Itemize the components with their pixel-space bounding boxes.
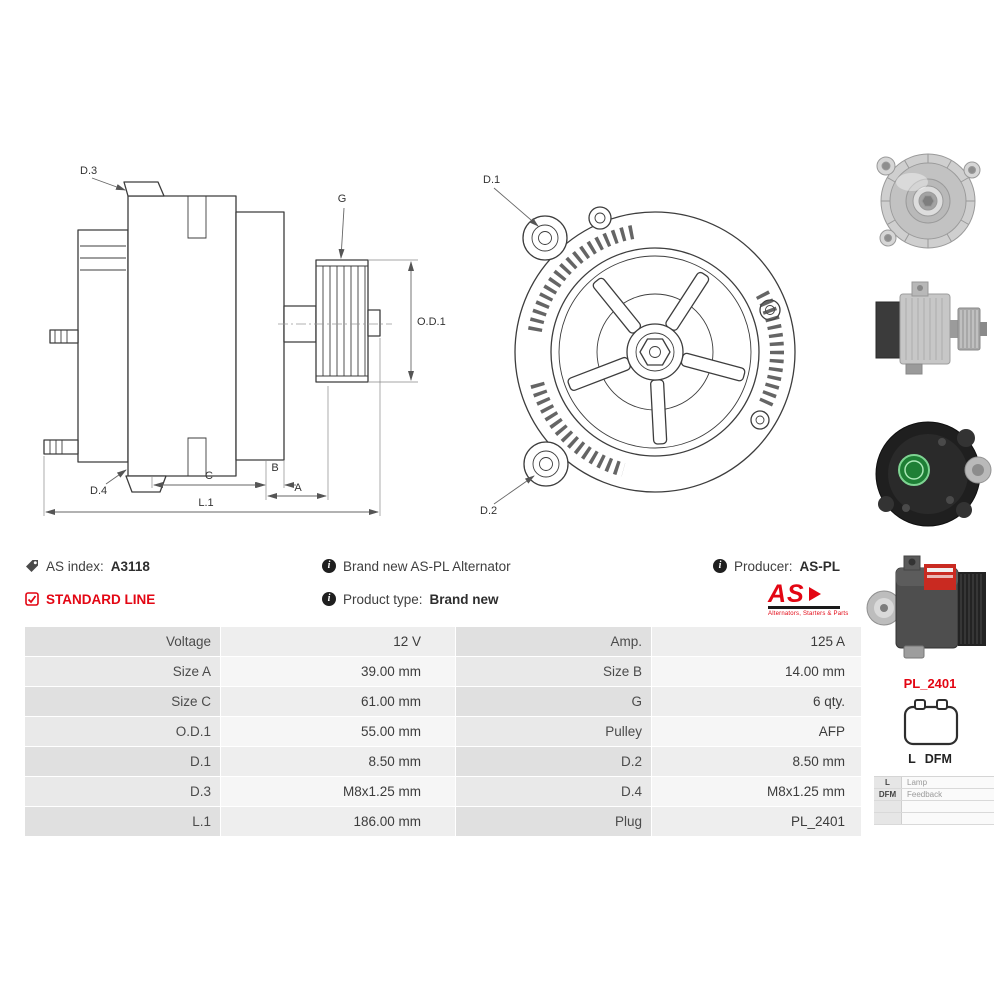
as-index-line: AS index: A3118 [25, 556, 150, 576]
dim-label-b: B [271, 462, 278, 474]
side-view-dimensions: D.3 D.4 G O.D.1 C B [43, 165, 446, 516]
spec-label: Size A [25, 657, 220, 686]
spec-label: G [456, 687, 651, 716]
legend-desc: Lamp [902, 777, 994, 788]
info-icon: i [713, 559, 727, 573]
info-icon: i [322, 592, 336, 606]
legend-desc [902, 813, 994, 824]
legend-row [874, 813, 994, 825]
side-view-technical-drawing: D.3 D.4 G O.D.1 C B [43, 165, 446, 516]
spec-value: M8x1.25 mm [652, 777, 861, 806]
spec-label: Plug [456, 807, 651, 836]
description-line: i Brand new AS-PL Alternator [322, 556, 511, 576]
alternator-front-outline [514, 206, 796, 493]
spec-value: PL_2401 [652, 807, 861, 836]
spec-label: D.4 [456, 777, 651, 806]
plug-code: PL_2401 [903, 676, 957, 691]
dim-label-d1: D.1 [483, 174, 500, 186]
spec-label: Size B [456, 657, 651, 686]
plug-pin-labels: L DFM [868, 752, 992, 766]
as-index-label: AS index: [46, 558, 104, 574]
spec-value: 8.50 mm [652, 747, 861, 776]
spec-label: D.3 [25, 777, 220, 806]
dim-label-g: G [338, 193, 347, 205]
spec-label: L.1 [25, 807, 220, 836]
standard-line-label: STANDARD LINE [46, 591, 156, 607]
dim-label-l1: L.1 [198, 497, 213, 509]
spec-label: Size C [25, 687, 220, 716]
producer-value: AS-PL [799, 558, 841, 574]
product-photo-side [866, 268, 996, 390]
legend-row: L Lamp [874, 777, 994, 789]
logo-underline [768, 606, 840, 609]
plug-connector-icon [903, 699, 959, 746]
spec-value: 125 A [652, 627, 861, 656]
legend-desc: Feedback [902, 789, 994, 800]
logo-arrow-icon [808, 587, 821, 601]
spec-value: AFP [652, 717, 861, 746]
tag-icon [26, 560, 38, 572]
spec-value: 186.00 mm [221, 807, 455, 836]
logo-text: AS [768, 580, 805, 608]
legend-row: DFM Feedback [874, 789, 994, 801]
front-view-dimensions: D.1 D.2 [480, 174, 539, 517]
legend-row [874, 801, 994, 813]
spec-value: M8x1.25 mm [221, 777, 455, 806]
standard-line: STANDARD LINE [25, 589, 155, 609]
spec-label: D.2 [456, 747, 651, 776]
producer-line: i Producer: AS-PL [713, 556, 840, 576]
spec-value: 39.00 mm [221, 657, 455, 686]
legend-key: DFM [874, 789, 902, 800]
spec-label: Voltage [25, 627, 220, 656]
spec-value: 14.00 mm [652, 657, 861, 686]
description-text: Brand new AS-PL Alternator [343, 558, 511, 574]
spec-label: Pulley [456, 717, 651, 746]
pin-label-l: L [908, 752, 916, 766]
legend-key [874, 801, 902, 812]
dim-label-d4: D.4 [90, 485, 107, 497]
pin-legend: L Lamp DFM Feedback [874, 776, 994, 825]
dim-label-a: A [294, 482, 302, 494]
check-icon [25, 592, 39, 606]
product-photo-angled [860, 548, 1000, 668]
product-photo-front [864, 146, 998, 256]
dim-label-d3: D.3 [80, 165, 97, 177]
spec-value: 8.50 mm [221, 747, 455, 776]
product-photo-rear [866, 404, 996, 544]
spec-label: D.1 [25, 747, 220, 776]
product-type-value: Brand new [429, 591, 499, 607]
logo-tagline: Alternators, Starters & Parts [768, 611, 849, 617]
legend-desc [902, 801, 994, 812]
as-pl-logo: AS Alternators, Starters & Parts [768, 582, 852, 617]
alternator-side-outline [43, 181, 392, 493]
info-icon: i [322, 559, 336, 573]
spec-value: 55.00 mm [221, 717, 455, 746]
dim-label-d2: D.2 [480, 505, 497, 517]
product-type-label: Product type: [343, 591, 423, 607]
as-index-value: A3118 [110, 558, 150, 574]
pin-label-dfm: DFM [924, 752, 952, 766]
dim-label-od1: O.D.1 [417, 316, 446, 328]
spec-value: 61.00 mm [221, 687, 455, 716]
spec-value: 6 qty. [652, 687, 861, 716]
spec-value: 12 V [221, 627, 455, 656]
spec-label: Amp. [456, 627, 651, 656]
spec-table: Voltage 12 V Amp. 125 A Size A 39.00 mm … [25, 627, 861, 836]
spec-label: O.D.1 [25, 717, 220, 746]
dim-label-c: C [205, 470, 213, 482]
legend-key [874, 813, 902, 824]
front-view-technical-drawing: D.1 D.2 [480, 174, 796, 517]
product-type-line: i Product type: Brand new [322, 589, 499, 609]
legend-key: L [874, 777, 902, 788]
producer-label: Producer: [734, 558, 793, 574]
